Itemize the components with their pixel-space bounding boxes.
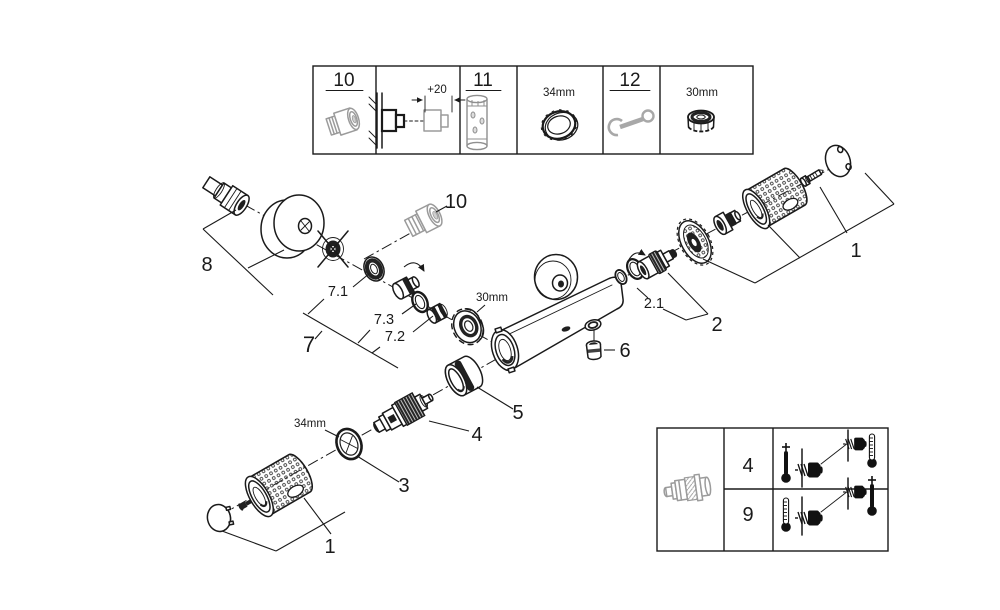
adjustment-nut-icon [794,509,824,527]
cell-item-11: 11 [465,70,502,151]
s-union-part [202,176,250,216]
bracket-item-1-right: 1 [702,172,895,284]
label-item-7-1: 7.1 [328,284,348,300]
wrench-icon [607,109,655,137]
label-item-2-1: 2.1 [644,296,664,312]
label-item-3: 3 [398,475,409,497]
top-spare-parts-table: 10 [312,65,754,155]
label-size-30mm: 30mm [476,292,508,304]
table-size-34mm: 34mm [543,87,575,99]
rotation-arrow-icon [403,262,425,272]
service-row-9-number: 9 [742,504,753,526]
cell-nut-30mm: 30mm [686,87,718,133]
dimension-20-label: +20 [427,84,447,96]
service-row-4-number: 4 [742,455,753,477]
handle-cap-left [206,503,235,533]
handle-sleeve-right [741,167,808,230]
label-item-7-2: 7.2 [385,329,405,345]
handle-connector [713,209,742,236]
adjustment-nut-icon [794,461,824,479]
thermometer-scale-icon [780,497,792,533]
union-nut-icon [325,107,361,136]
body-left-opening [490,326,520,374]
left-chain: 1 34mm 3 4 [206,355,524,558]
mixer-body-group: 6 [490,253,631,374]
perforated-disc [676,218,714,266]
cell-ring-34mm: 34mm [540,87,579,141]
cartridge-2-1 [636,248,678,280]
seal-ring-small [614,269,628,285]
thermometer-scale-icon [866,433,878,469]
nut-30mm-icon [687,109,715,133]
filter-ring-7-1 [363,256,385,282]
thermostatic-cartridge-4 [373,391,434,434]
thermometer-plus-icon [780,442,792,484]
wall-hatch [368,96,378,147]
handle-screw-right [799,169,824,187]
label-item-7: 7 [303,332,315,357]
handle-cap-right [824,144,852,178]
bracket-item-2: 2 [662,272,723,336]
label-item-8: 8 [201,254,212,276]
o-ring-7-3 [411,290,429,314]
wall-flange [533,253,579,301]
existing-union-icon [380,108,398,133]
top-table-border [312,65,754,155]
rotation-arrow-icon [626,248,646,265]
ring-34mm-icon [540,109,579,141]
handle-sleeve-left [244,453,313,518]
cell-extension-diagram: +20 [368,84,466,149]
union-10-part [403,203,443,238]
right-chain: 2.1 2 [614,144,895,336]
label-item-1-right: 1 [850,240,861,262]
service-table: 4 9 [656,427,889,552]
table-number-10: 10 [333,70,354,91]
body-bottom-port [584,318,602,332]
check-valve-part [391,276,420,300]
body-slot-hole [561,326,571,332]
stop-ring-5 [444,355,484,397]
label-item-2: 2 [711,314,722,336]
cell-item-12: 12 [607,70,655,137]
label-item-7-3: 7.3 [374,312,394,328]
label-item-1-left: 1 [324,536,335,558]
service-cartridge-icon [663,473,712,502]
bracket-item-8: 8 [201,209,285,296]
extension-union-icon [423,109,442,132]
label-item-5: 5 [512,402,523,424]
service-row-9-diagram [780,475,878,536]
service-row-4-diagram [780,429,878,488]
stop-ring-3 [335,427,363,461]
cap-nut-30mm-part [450,308,485,346]
label-item-10: 10 [445,191,467,213]
bracket-item-7: 7.1 7.3 7.2 7 [302,272,434,369]
valve-7-2 [426,302,448,324]
cell-item-10: 10 [325,70,364,136]
table-number-11: 11 [473,70,493,91]
table-number-12: 12 [619,70,640,91]
escutcheon-part [260,194,325,259]
label-item-6: 6 [619,340,630,362]
table-size-30mm: 30mm [686,87,718,99]
label-item-4: 4 [471,424,482,446]
aerator-nut-6 [585,340,602,361]
inlet-chain: 10 [201,176,508,369]
extension-tube-icon [466,94,488,151]
discontinued-part-x [317,230,349,268]
bracket-item-1-left: 1 [221,497,346,558]
dimension-20: +20 [411,84,466,113]
thermometer-plus-icon [866,475,878,517]
label-size-34mm: 34mm [294,418,326,430]
